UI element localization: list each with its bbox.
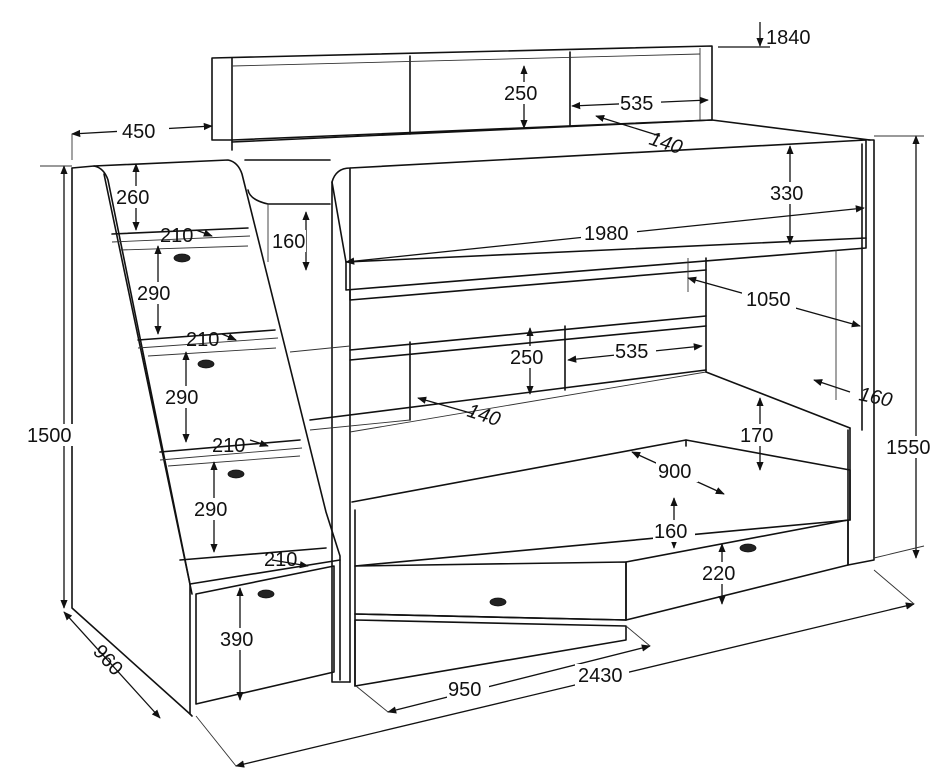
dim-step-depth-3: 210 <box>212 435 245 457</box>
dim-lower-shelf-width: 535 <box>615 341 648 363</box>
dim-lower-front-rail: 160 <box>654 521 687 543</box>
dim-step-depth-1: 210 <box>160 225 193 247</box>
dim-step-height-2: 290 <box>165 387 198 409</box>
dim-step-height-1: 290 <box>137 283 170 305</box>
drawer-left <box>354 561 627 621</box>
handle-icon <box>257 589 275 599</box>
dim-top-shelf-depth: 140 <box>646 128 685 159</box>
dim-step-depth-2: 210 <box>186 329 219 351</box>
dimension-labels: 1840 250 535 140 450 260 210 290 210 290… <box>26 27 940 701</box>
dim-upper-rail-left: 160 <box>272 231 305 253</box>
right-end-panel <box>847 139 875 566</box>
dim-bottom-drawer-height: 390 <box>220 629 253 651</box>
handle-icon <box>739 543 757 553</box>
upper-guard-rail <box>331 139 867 263</box>
dim-top-shelf-height: 250 <box>504 83 537 105</box>
dim-lower-side-height: 170 <box>740 425 773 447</box>
dim-stair-depth: 450 <box>122 121 155 143</box>
dim-step-depth-4: 210 <box>264 549 297 571</box>
handle-icon <box>489 597 507 607</box>
dim-lower-shelf-height: 250 <box>510 347 543 369</box>
dim-stair-top-step: 260 <box>116 187 149 209</box>
dim-bed-height: 1550 <box>886 437 931 459</box>
dim-bed-length: 1980 <box>584 223 629 245</box>
dim-stair-height: 1500 <box>27 425 72 447</box>
handle-icon <box>173 253 191 263</box>
dim-drawer-width: 950 <box>448 679 481 701</box>
dim-top-shelf-width: 535 <box>620 93 653 115</box>
bed-outline <box>71 45 875 717</box>
dim-lower-shelf-depth: 140 <box>464 400 503 431</box>
dim-top-height: 1840 <box>766 27 811 49</box>
dim-step-height-3: 290 <box>194 499 227 521</box>
dim-upper-width: 1050 <box>746 289 791 311</box>
dim-lower-bed-width: 900 <box>658 461 691 483</box>
handle-icon <box>197 359 215 369</box>
dim-total-length: 2430 <box>578 665 623 687</box>
dim-drawer-height: 220 <box>702 563 735 585</box>
lower-bed-rail <box>351 439 851 567</box>
handle-icon <box>227 469 245 479</box>
dim-upper-rail-front: 330 <box>770 183 803 205</box>
